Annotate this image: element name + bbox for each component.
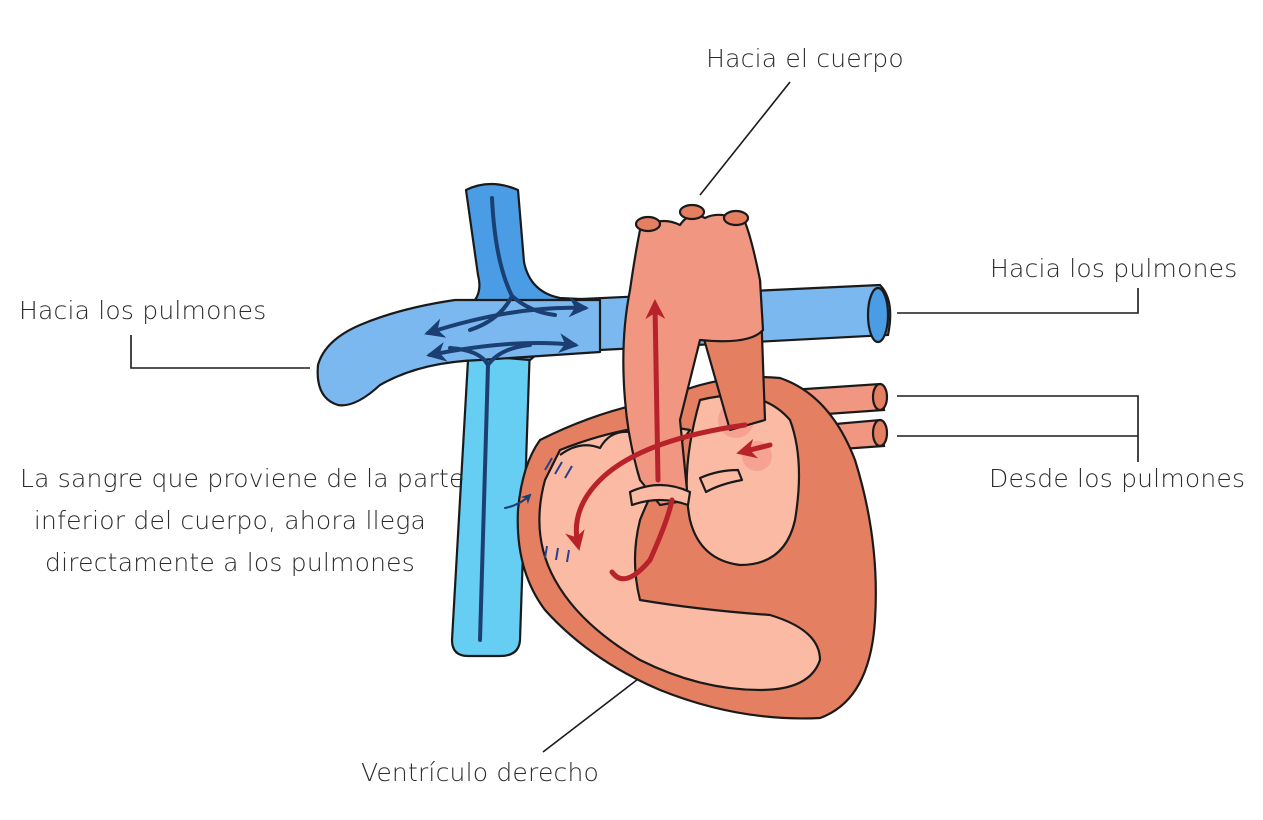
arrow-into-atrium (736, 438, 773, 459)
arrow-left-bottom (426, 333, 579, 362)
aorta-branch-1 (634, 215, 662, 233)
label-lower-body-blood-line-2: inferior del cuerpo, ahora llega (33, 506, 427, 535)
red-flow-arrows (565, 299, 773, 582)
arrow-down-svc (490, 196, 514, 298)
arrow-into-heart (504, 493, 532, 509)
heart (516, 375, 877, 720)
arrow-up-ivc (478, 363, 490, 642)
arrow-from-atrium (565, 422, 748, 551)
arrow-svc-split-left (468, 294, 514, 332)
arrow-ventricle-loop (609, 497, 675, 582)
ductus-stub (698, 468, 744, 494)
suture-marks (544, 457, 573, 563)
valve-ring (628, 483, 692, 507)
arrow-ivc-split-left (448, 346, 490, 367)
label-lower-body-blood-line-1: La sangre que proviene de la parte (20, 464, 465, 493)
atrial-wall (559, 430, 631, 456)
label-to-lungs-left: Hacia los pulmones (19, 296, 267, 325)
pulmonary-artery-left (316, 298, 602, 407)
arrow-ivc-split-right (486, 343, 532, 367)
aorta-branch-3 (722, 209, 750, 227)
label-right-ventricle: Ventrículo derecho (360, 758, 600, 787)
leader-from-lungs (897, 395, 1139, 462)
label-lower-body-blood-line-3: directamente a los pulmones (45, 548, 415, 577)
blue-flow-arrows (424, 196, 589, 642)
arrow-left-top (424, 297, 589, 338)
arrow-up-aorta (645, 299, 666, 483)
label-to-lungs-right: Hacia los pulmones (990, 254, 1238, 283)
leader-to-lungs-right (897, 288, 1139, 314)
leader-to-body (699, 81, 791, 196)
arrow-svc-split-right (510, 294, 557, 317)
label-to-body: Hacia el cuerpo (706, 44, 904, 73)
leader-to-lungs-left (130, 335, 310, 369)
vena-cava-lower (450, 343, 532, 658)
label-from-lungs: Desde los pulmones (989, 464, 1246, 493)
aorta-branch-2 (678, 203, 706, 221)
